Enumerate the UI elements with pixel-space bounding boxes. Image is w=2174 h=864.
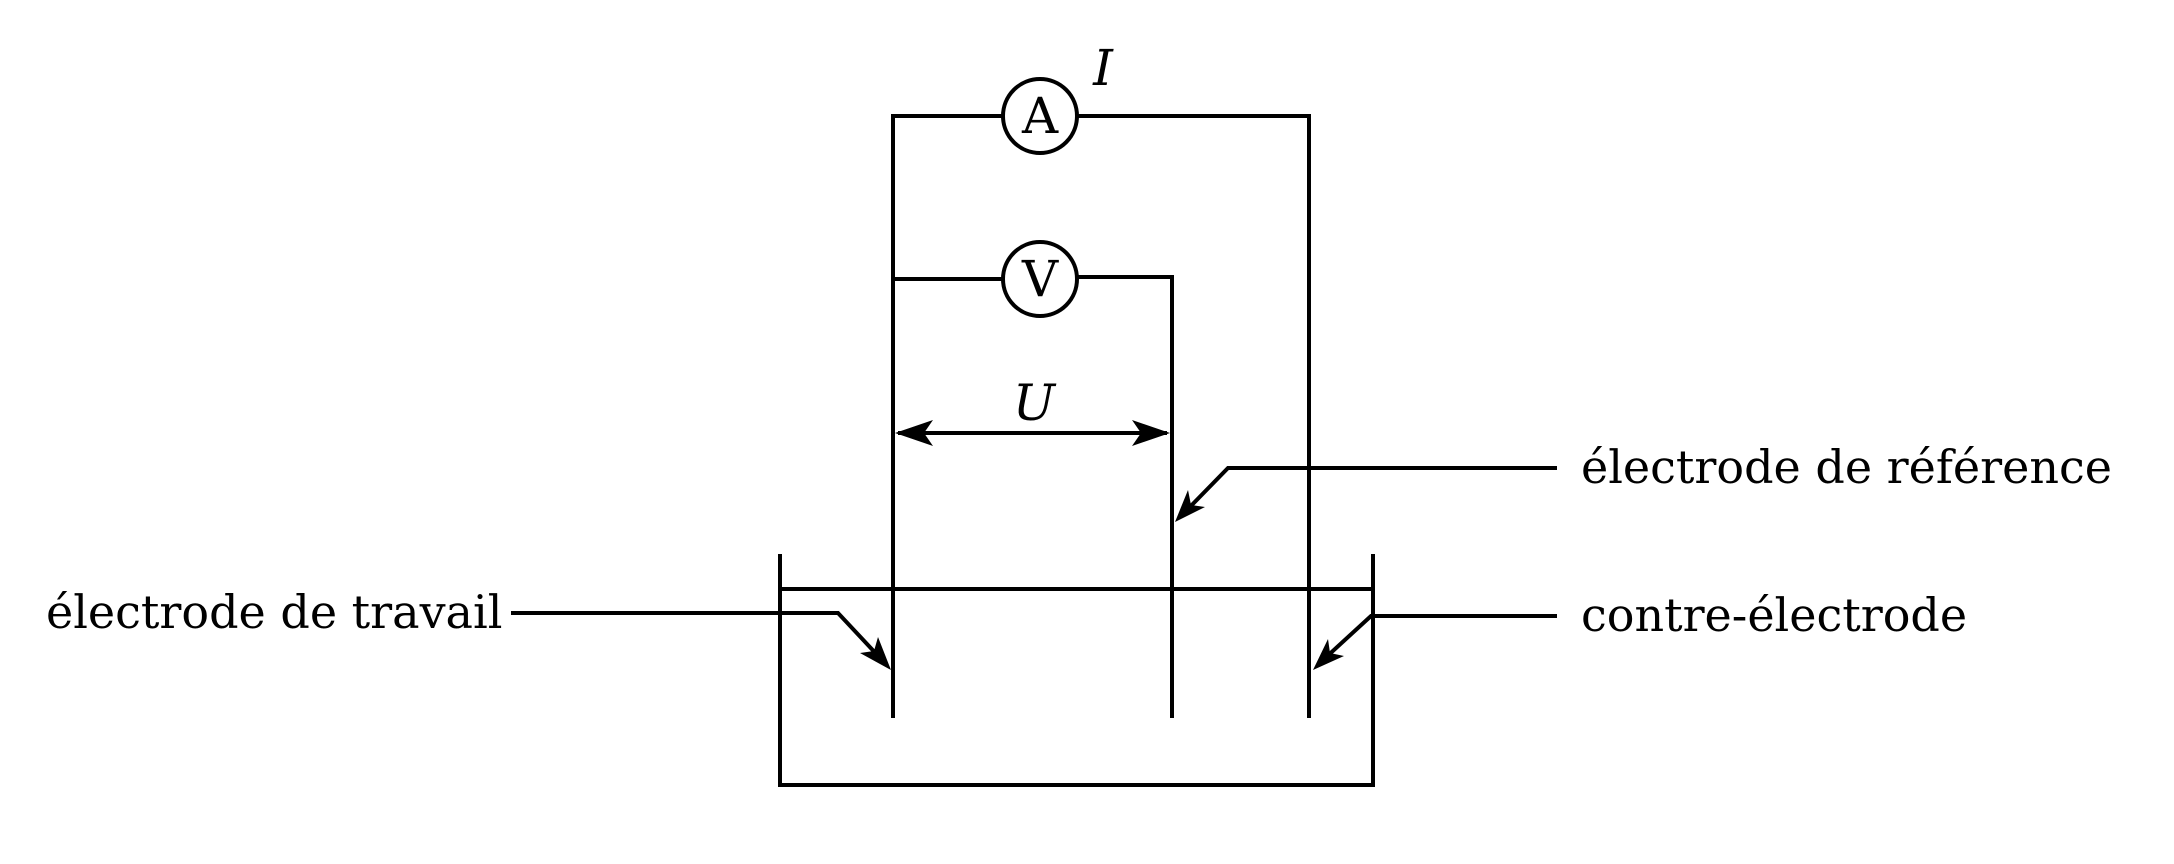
ammeter-circle <box>1001 77 1079 155</box>
voltmeter-circle <box>1001 240 1079 318</box>
working-electrode-leader <box>511 611 891 670</box>
counter-electrode-label: contre-électrode <box>1581 588 1967 642</box>
ammeter: A <box>1001 77 1079 155</box>
counter-electrode-arrow-head <box>1313 639 1344 670</box>
reference-electrode-arrow-head <box>1175 490 1205 522</box>
cell <box>778 554 1375 787</box>
working-electrode-arrow-head <box>860 637 891 670</box>
voltage-arrow <box>895 420 1170 446</box>
reference-electrode-label: électrode de référence <box>1581 440 2112 494</box>
voltage-label: U <box>1013 374 1057 432</box>
working-electrode-label: électrode de travail <box>46 585 502 639</box>
voltmeter-wire-right <box>1075 275 1174 292</box>
reference-electrode-leader <box>1175 466 1557 522</box>
voltmeter: V <box>1001 240 1079 318</box>
ammeter-symbol: A <box>1021 87 1059 145</box>
voltage-arrow-head-left <box>895 420 933 446</box>
voltage-arrow-head-right <box>1132 420 1170 446</box>
counter-electrode-leader <box>1313 614 1557 670</box>
cell-container <box>778 554 1375 787</box>
current-label: I <box>1092 39 1114 97</box>
voltmeter-symbol: V <box>1021 250 1059 308</box>
